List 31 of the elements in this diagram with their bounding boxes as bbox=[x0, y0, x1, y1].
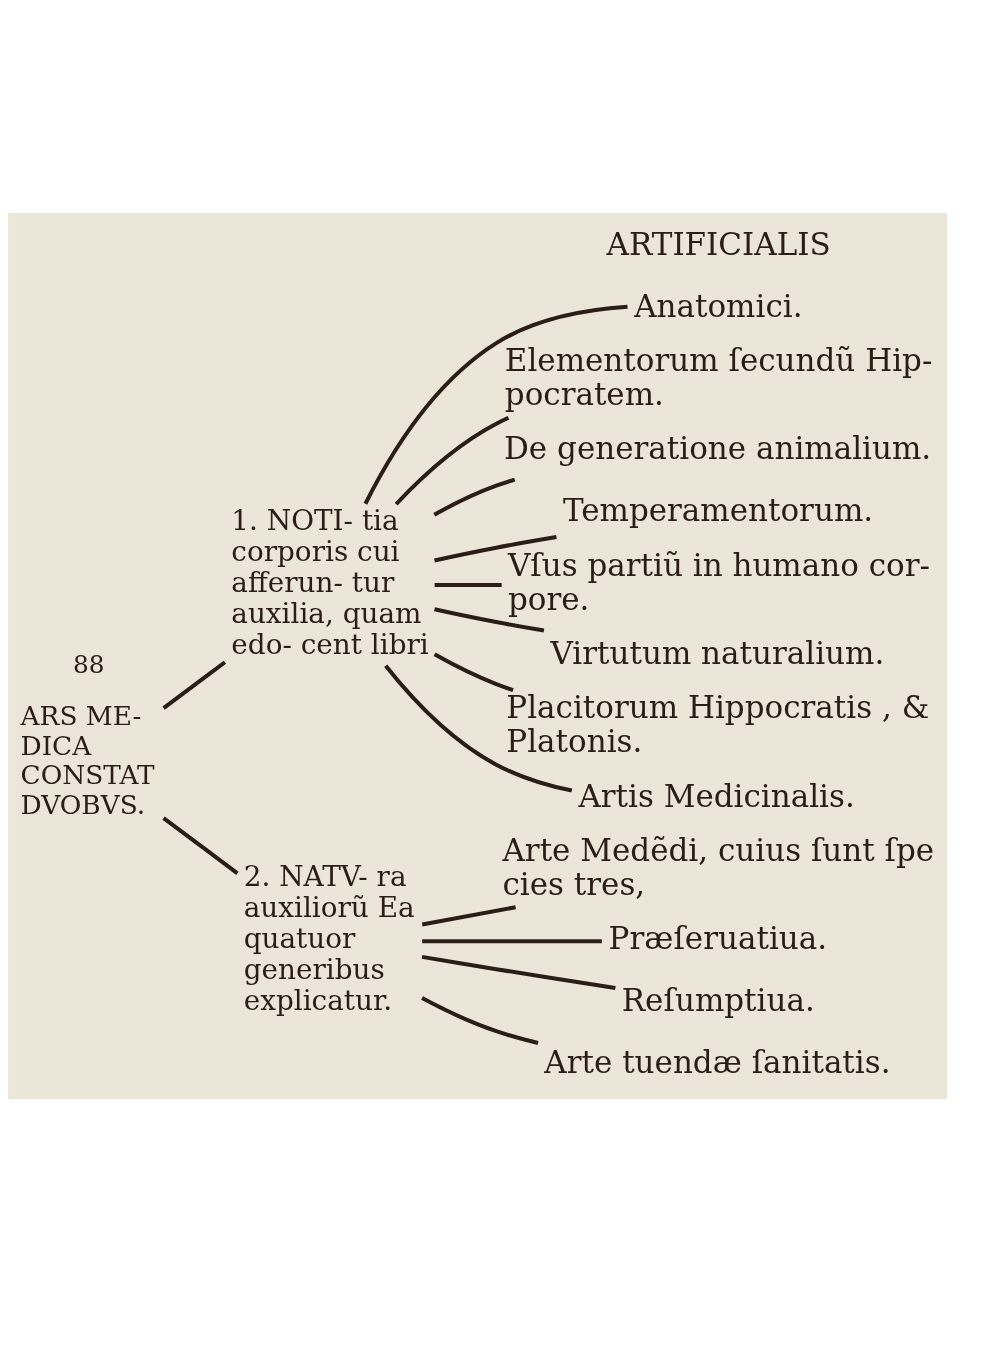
connector bbox=[433, 477, 516, 517]
connector bbox=[434, 607, 545, 633]
node-text: Elementorum ſecundũ Hip- pocratem. bbox=[504, 342, 933, 413]
node-text: ARS ME- DICA CONSTAT DVOBVS. bbox=[20, 701, 155, 820]
connector bbox=[384, 664, 573, 793]
node-text: Temperamentorum. bbox=[562, 492, 874, 529]
label: 88 bbox=[72, 649, 105, 679]
node-text: Placitorum Hippocratis , & Platonis. bbox=[506, 689, 930, 760]
connector bbox=[421, 905, 516, 927]
node-text: Artis Medicinalis. bbox=[578, 777, 855, 814]
node-text: Arte Medẽdi, cuius ſunt ſpe cies tres, bbox=[502, 831, 935, 902]
node-text: De generatione animalium. bbox=[504, 430, 932, 467]
connector bbox=[433, 652, 514, 692]
node-text: Præſeruatiua. bbox=[608, 920, 828, 957]
node-text: 1. NOTI- tia corporis cui afferun- tur auxilia, quam edo- cent libri bbox=[231, 503, 429, 661]
connector bbox=[422, 939, 602, 944]
node-text: Virtutum naturalium. bbox=[550, 634, 885, 671]
connector bbox=[421, 954, 616, 990]
connector bbox=[394, 415, 510, 506]
label: ARTIFICIALIS bbox=[606, 225, 831, 262]
node-text: Anatomici. bbox=[634, 287, 803, 324]
node-text: Vſus partiũ in humano cor- pore. bbox=[507, 546, 930, 617]
node-text: Arte tuendæ ſanitatis. bbox=[544, 1044, 891, 1081]
connector bbox=[162, 660, 227, 710]
connector bbox=[162, 816, 239, 875]
node-text: Reſumptiua. bbox=[621, 982, 815, 1019]
node-text: 2. NATV- ra auxiliorũ Ea quatuor generibus explicatur. bbox=[243, 860, 415, 1018]
connector bbox=[421, 996, 539, 1046]
connector bbox=[363, 304, 628, 505]
connector bbox=[434, 582, 502, 587]
connector bbox=[434, 535, 557, 563]
